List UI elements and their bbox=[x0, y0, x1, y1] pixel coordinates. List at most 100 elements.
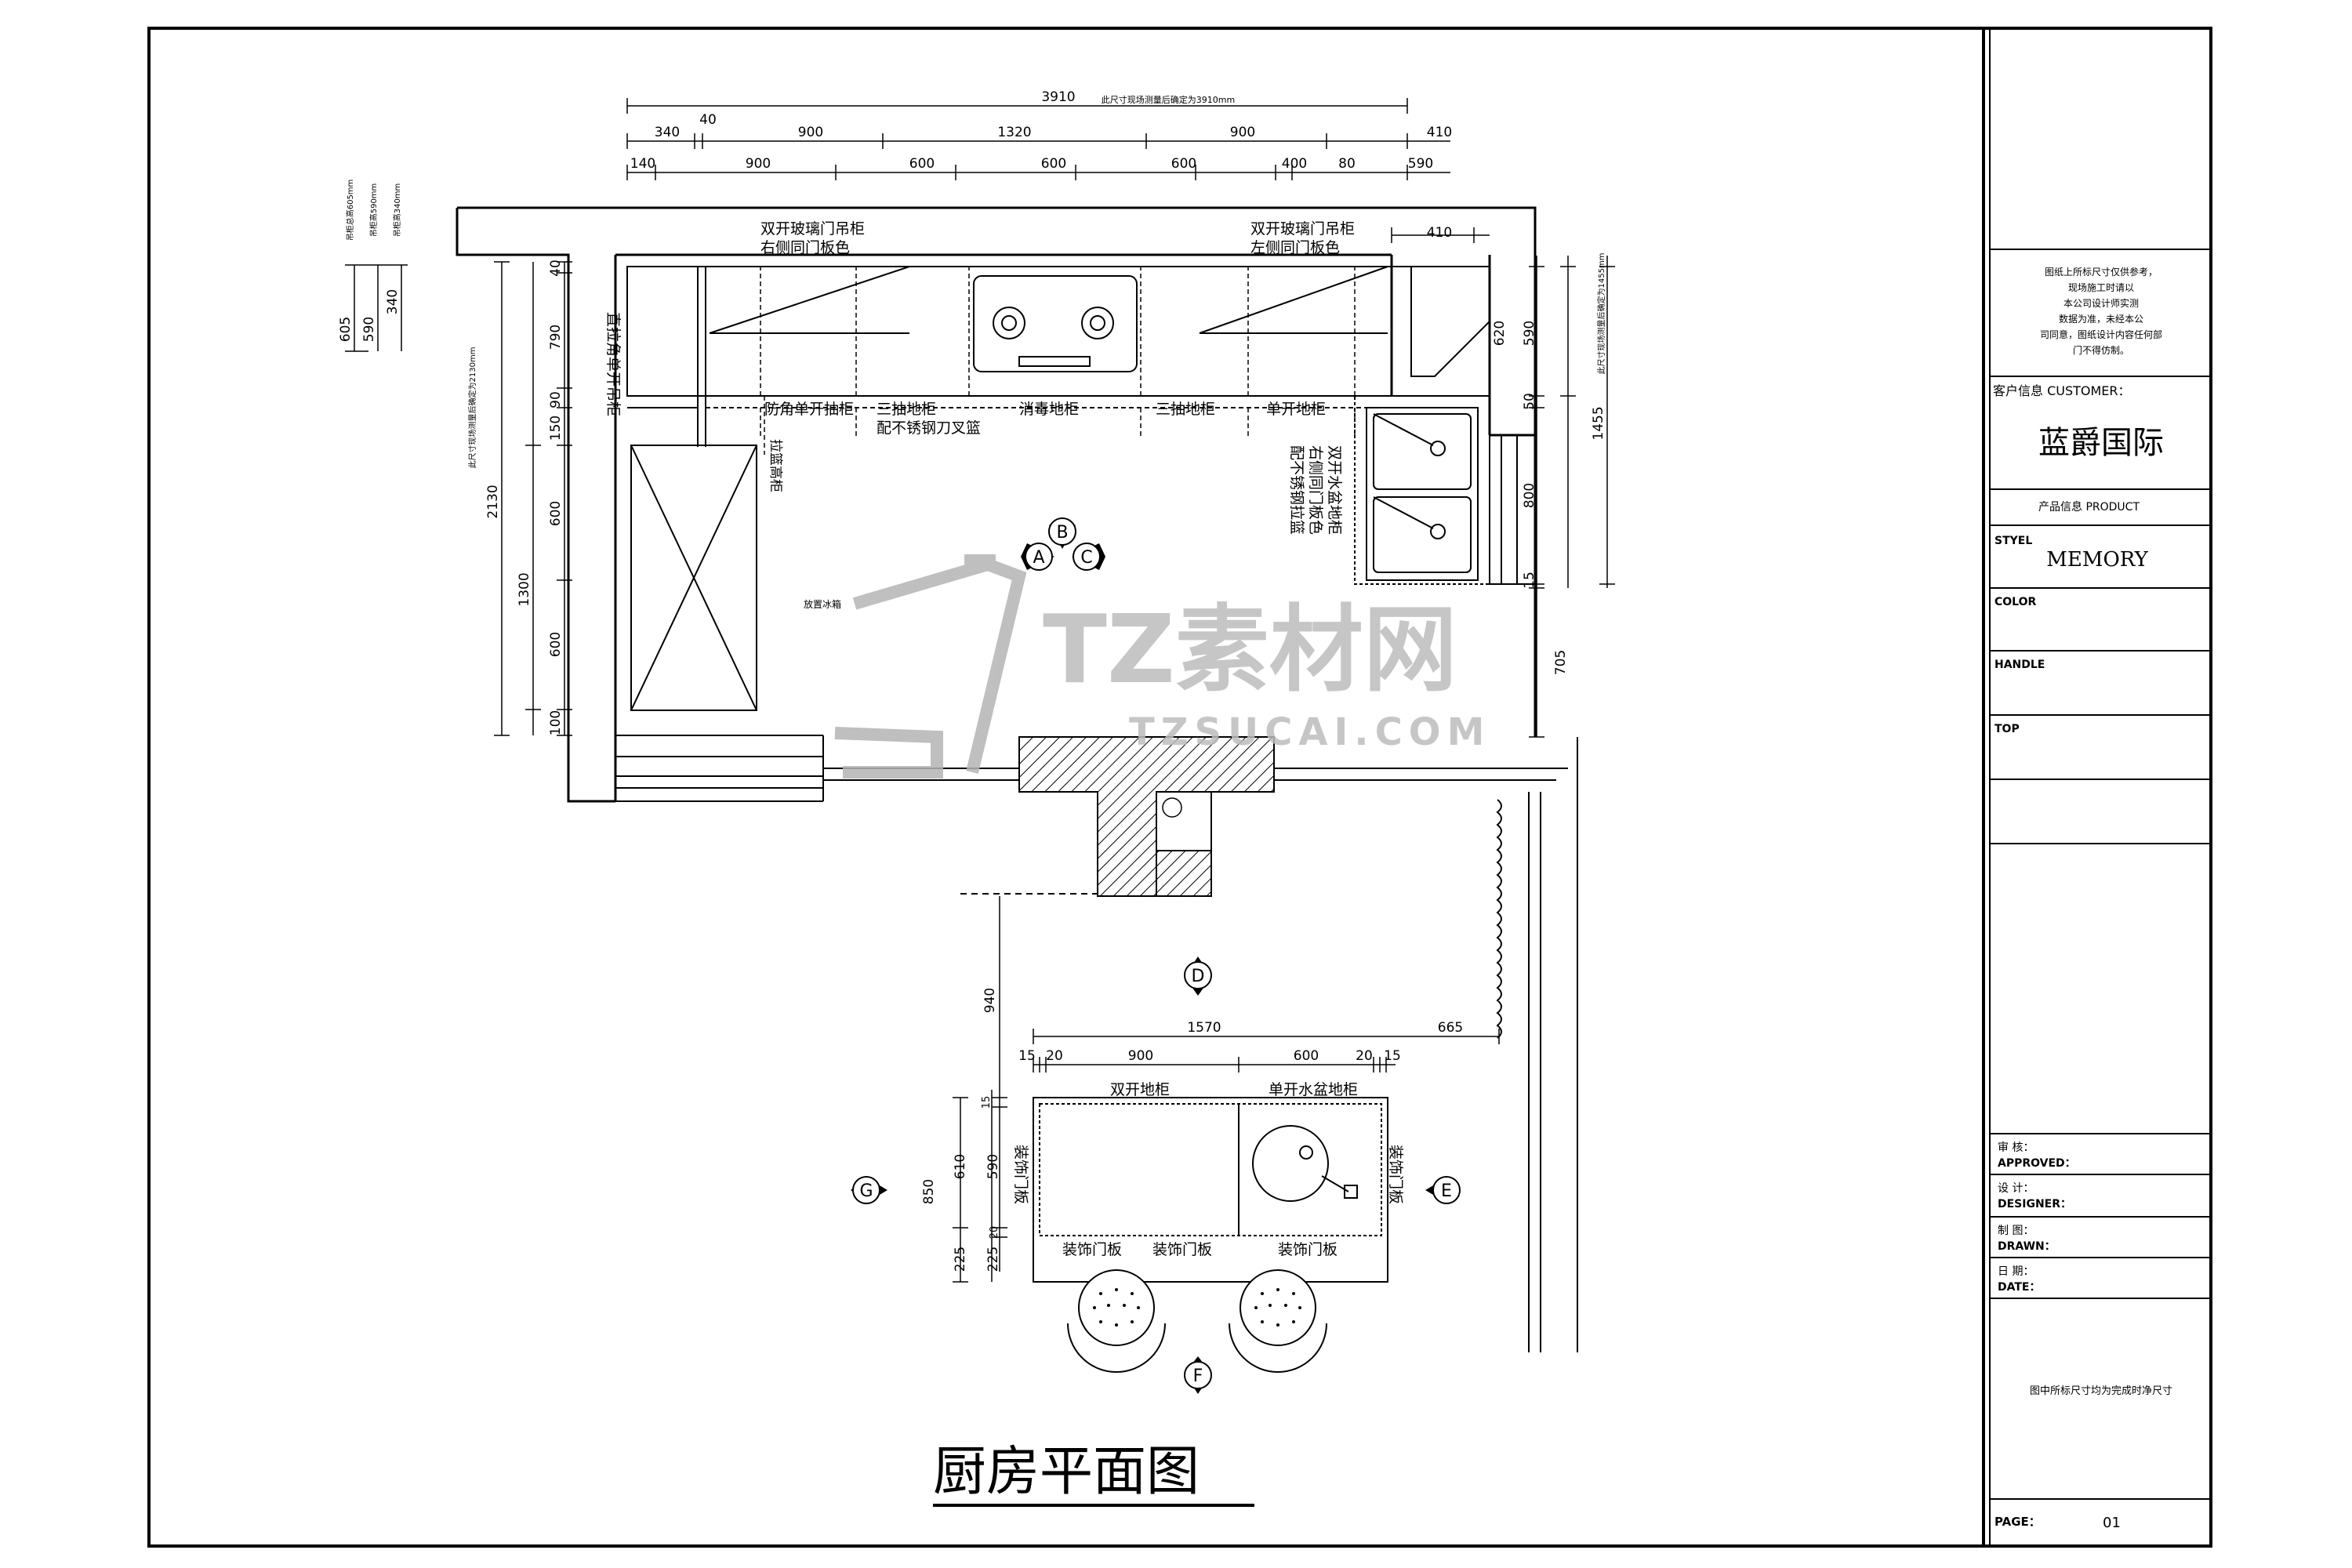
dim-right-col-3: 50 bbox=[1522, 393, 1537, 410]
doorway bbox=[615, 735, 1568, 802]
dim-row2-5: 900 bbox=[1230, 125, 1255, 140]
marker-c: C bbox=[1072, 543, 1105, 571]
svg-text:C: C bbox=[1080, 548, 1092, 568]
dim-row3-1: 140 bbox=[630, 156, 655, 172]
svg-text:A: A bbox=[1033, 548, 1044, 568]
dim-left-small-note-3: 吊柜高340mm bbox=[392, 183, 402, 238]
page-value: 01 bbox=[2103, 1515, 2121, 1531]
dim-row3-6: 400 bbox=[1282, 156, 1307, 172]
dim-total-top-note: 此尺寸现场测量后确定为3910mm bbox=[1102, 94, 1235, 105]
dim-right-col-6: 705 bbox=[1553, 650, 1569, 675]
watermark: TZ素材网 TZSUCAI.COM bbox=[834, 554, 1484, 779]
top-label: TOP bbox=[1994, 723, 2020, 735]
title-block-frame bbox=[1982, 27, 2212, 1548]
dim-island-left2-4: 225 bbox=[985, 1247, 1001, 1272]
hatched-column bbox=[1018, 736, 1275, 897]
right-dimensions bbox=[1529, 256, 1615, 738]
dim-left-total-note: 此尺寸现场测量后确定为2130mm bbox=[467, 347, 477, 469]
dim-left-col-4: 150 bbox=[548, 416, 564, 441]
dim-island-left-3: 610 bbox=[953, 1154, 968, 1179]
style-value: MEMORY bbox=[2046, 548, 2148, 572]
tb-note-5: 司同意，图纸设计内容任何部 bbox=[2040, 328, 2162, 340]
label-upper-right-1: 双开玻璃门吊柜 bbox=[1250, 220, 1355, 238]
handle-label: HANDLE bbox=[1994, 659, 2045, 671]
svg-text:D: D bbox=[1192, 967, 1205, 986]
label-deco-1: 装饰门板 bbox=[1062, 1241, 1122, 1258]
dim-left-col-3: 90 bbox=[548, 391, 564, 408]
label-corner-left: 防角单开抽柜 bbox=[764, 401, 854, 418]
label-pull-vertical: 拉篮高柜 bbox=[768, 439, 783, 492]
dim-island-left-1: 940 bbox=[982, 988, 998, 1013]
label-deco-left: 装饰门板 bbox=[1012, 1145, 1029, 1204]
dim-island-left-4: 225 bbox=[953, 1247, 968, 1272]
dim-row3-5: 600 bbox=[1171, 156, 1196, 172]
designer-cn: 设 计： bbox=[1998, 1182, 2034, 1195]
dim-right-col-2: 620 bbox=[1492, 321, 1508, 346]
customer-value: 蓝爵国际 bbox=[2038, 425, 2164, 461]
label-upper-right-2: 左侧同门板色 bbox=[1250, 239, 1340, 256]
date-cn: 日 期： bbox=[1998, 1265, 2034, 1278]
label-island-single: 单开水盆地柜 bbox=[1269, 1081, 1358, 1098]
marker-f: F bbox=[1184, 1356, 1212, 1394]
drawn-en: DRAWN： bbox=[1998, 1240, 2056, 1253]
label-sink-vertical-2: 右侧同门板色 bbox=[1307, 445, 1324, 535]
dim-left-col-7: 100 bbox=[548, 710, 564, 735]
dim-left-col-5: 600 bbox=[548, 501, 564, 526]
dim-total-top: 3910 bbox=[1041, 89, 1075, 105]
dim-left-col-6: 600 bbox=[548, 632, 564, 657]
tb-note-2: 现场施工时请以 bbox=[2068, 282, 2134, 293]
dim-right-col-4: 800 bbox=[1522, 483, 1537, 508]
tb-note-6: 门不得仿制。 bbox=[2073, 344, 2129, 356]
dim-left-small-2: 590 bbox=[361, 317, 377, 342]
dim-left-merge: 1300 bbox=[517, 572, 532, 606]
section-markers: A B C D E F G bbox=[851, 517, 1461, 1394]
marker-g: G bbox=[851, 1176, 887, 1204]
title-block: 图纸上所标尺寸仅供参考， 现场施工时请以 本公司设计师实测 数据为准，未经本公 … bbox=[1990, 249, 2211, 1531]
color-label: COLOR bbox=[1994, 596, 2036, 608]
dim-row2-2: 40 bbox=[699, 112, 717, 128]
drawing-title: 厨房平面图 bbox=[933, 1441, 1200, 1503]
island bbox=[1033, 1097, 1388, 1283]
svg-text:F: F bbox=[1193, 1367, 1203, 1386]
watermark-logo bbox=[834, 554, 1027, 779]
dim-row3-4: 600 bbox=[1041, 156, 1066, 172]
label-three-drawer-1b: 配不锈钢刀叉篮 bbox=[877, 419, 981, 437]
dim-row3-2: 900 bbox=[746, 156, 771, 172]
dim-island-left2-2: 590 bbox=[985, 1154, 1001, 1179]
designer-en: DESIGNER： bbox=[1998, 1198, 2071, 1210]
label-three-drawer-2: 三抽地柜 bbox=[1156, 401, 1215, 418]
dim-island-row-2: 20 bbox=[1046, 1048, 1063, 1064]
date-en: DATE： bbox=[1998, 1281, 2040, 1294]
cooktop bbox=[973, 275, 1138, 372]
marker-b: B bbox=[1048, 517, 1076, 549]
dim-left-small-note-2: 吊柜高590mm bbox=[368, 183, 379, 238]
approved-en: APPROVED： bbox=[1998, 1157, 2076, 1170]
top-dimensions bbox=[626, 98, 1490, 243]
sink-cabinet bbox=[1354, 395, 1536, 585]
customer-label: 客户信息 CUSTOMER： bbox=[1993, 383, 2131, 398]
dim-island-row-1: 15 bbox=[1018, 1048, 1036, 1064]
approved-cn: 审 核： bbox=[1998, 1142, 2034, 1154]
svg-text:B: B bbox=[1056, 523, 1068, 543]
label-single-right: 单开地柜 bbox=[1266, 401, 1326, 418]
footnote: 图中所标尺寸均为完成时净尺寸 bbox=[2030, 1385, 2172, 1397]
dim-row2-6: 410 bbox=[1427, 125, 1452, 140]
label-three-drawer-1a: 三抽地柜 bbox=[877, 401, 936, 418]
dim-island-left2-3: 20 bbox=[989, 1226, 1000, 1240]
dim-right-total: 1455 bbox=[1591, 406, 1606, 440]
product-label: 产品信息 PRODUCT bbox=[2038, 500, 2140, 514]
dim-right-top: 410 bbox=[1427, 225, 1452, 241]
svg-text:E: E bbox=[1441, 1181, 1452, 1201]
label-island-double: 双开地柜 bbox=[1110, 1081, 1170, 1098]
svg-text:G: G bbox=[859, 1181, 873, 1201]
dim-left-small-3: 340 bbox=[385, 289, 401, 314]
dim-left-total: 2130 bbox=[485, 485, 501, 518]
dim-island-top: 1570 bbox=[1187, 1020, 1221, 1036]
dim-row3-7: 80 bbox=[1338, 156, 1356, 172]
drawn-cn: 制 图： bbox=[1998, 1225, 2034, 1237]
marker-d: D bbox=[1184, 956, 1212, 996]
dim-left-col-1: 40 bbox=[548, 260, 564, 277]
label-fridge: 放置冰箱 bbox=[804, 598, 841, 610]
dim-row3-8: 590 bbox=[1408, 156, 1433, 172]
